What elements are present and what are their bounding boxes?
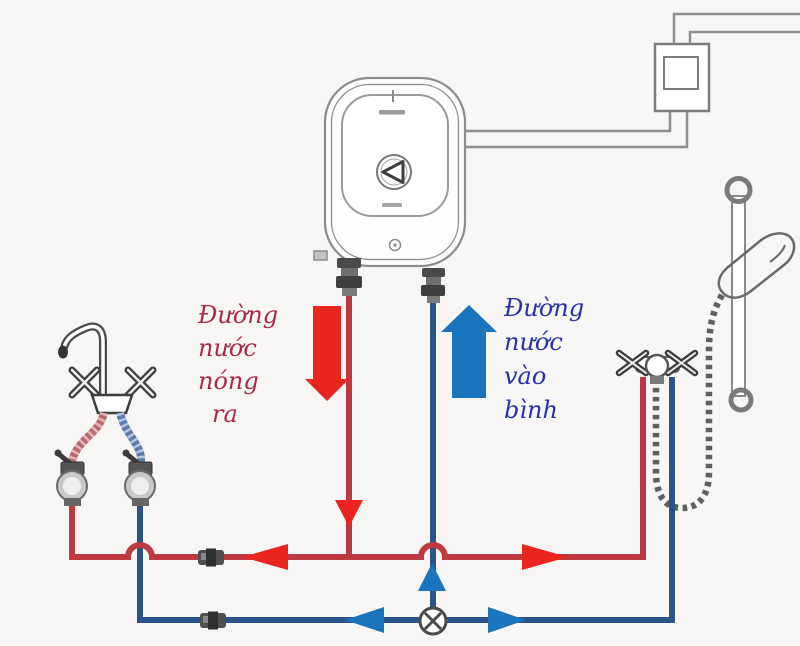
heater-brand-mark (379, 110, 405, 115)
heater-dial (376, 154, 412, 190)
spout-tip (58, 345, 68, 359)
hot-water-label: Đường nước nóng ra (198, 299, 278, 431)
faucet-handle-left (68, 366, 101, 399)
pipe-couplings (198, 548, 226, 630)
angle-valve-cold (122, 449, 156, 506)
water-heater (313, 76, 467, 268)
hot-label-line: nước (198, 334, 257, 362)
cold-water-label: Đường nước vào bình (504, 291, 584, 427)
faucet-spout (58, 322, 107, 398)
power-wiring (464, 12, 800, 149)
cold-inlet-fitting (421, 268, 445, 303)
power-switch-box (653, 42, 711, 113)
heater-side-stub (313, 250, 328, 261)
hot-label-line: ra (212, 400, 238, 428)
angle-valve-hot (54, 449, 88, 506)
hot-label-line: Đường (198, 301, 279, 329)
faucet-handle-right (124, 366, 157, 399)
heater-fittings (336, 258, 445, 303)
hot-flow-arrow-left (242, 544, 288, 570)
heater-model-mark (382, 203, 402, 207)
cold-label-line: bình (504, 396, 558, 424)
mixer-handle-right (664, 349, 699, 377)
sink-faucet (58, 322, 157, 415)
cold-pipes (137, 300, 675, 636)
hot-pipes (69, 290, 646, 570)
cold-label-line: vào (504, 362, 547, 390)
hot-outlet-fitting (336, 258, 362, 296)
coupling-hot-line (198, 548, 224, 567)
cold-annotation-arrow (441, 305, 497, 398)
hot-label-line: nóng (198, 367, 259, 395)
cold-flow-arrow-left (345, 607, 384, 633)
faucet-hoses (68, 411, 145, 465)
shower-hose (652, 293, 725, 512)
coupling-cold-line (200, 611, 226, 630)
tee-valve (418, 606, 448, 636)
faucet-body (90, 393, 134, 415)
hand-shower (717, 232, 796, 299)
cold-label-line: Đường (504, 294, 585, 322)
hot-flow-arrow-down (335, 500, 363, 527)
cold-flow-arrow-right (488, 607, 526, 633)
cold-flow-arrow-up (418, 563, 446, 591)
hot-annotation-arrow (305, 306, 349, 401)
shower-mixer (615, 349, 699, 384)
cold-label-line: nước (504, 328, 563, 356)
mixer-handle-left (615, 349, 650, 377)
hot-flow-arrow-right (522, 544, 568, 570)
